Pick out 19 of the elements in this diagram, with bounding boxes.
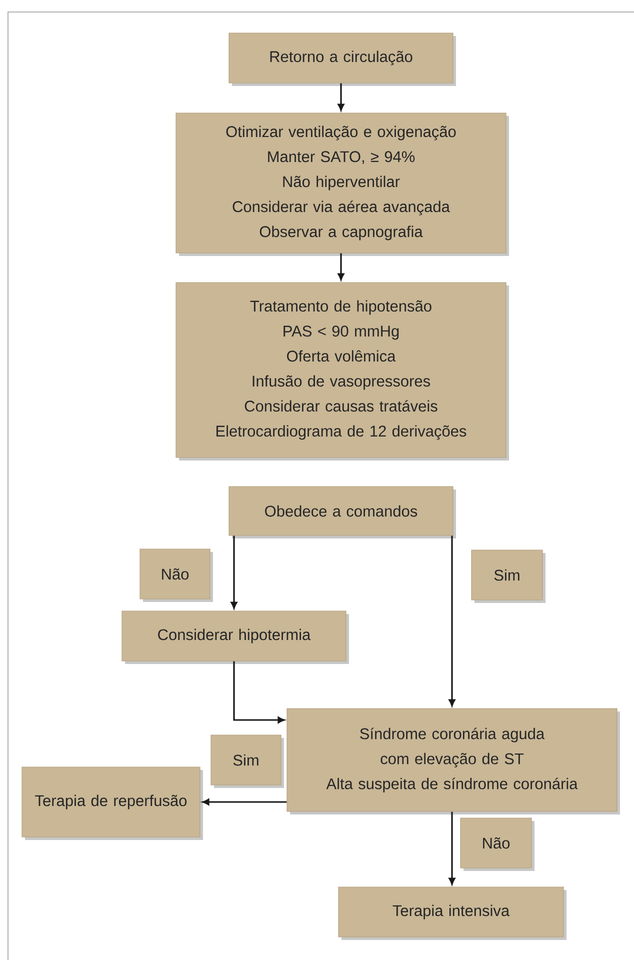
process-box: Terapia intensiva bbox=[338, 886, 566, 940]
process-box: Considerar hipotermia bbox=[122, 610, 349, 664]
arrow bbox=[338, 253, 344, 280]
decision-box: Síndrome coronária aguda com elevação de ST Alta suspeita de síndrome coronária bbox=[286, 708, 620, 814]
answer-label: Não bbox=[140, 548, 213, 602]
process-box: Retorno a circulação bbox=[228, 32, 456, 86]
arrow bbox=[230, 536, 238, 609]
process-box: Otimizar ventilação e oxigenação Manter SATO, ≥ 94% Não hiperventilar Considerar via aérea avançada Observar a capnografia bbox=[176, 112, 509, 256]
answer-label: Sim bbox=[210, 734, 284, 788]
arrow bbox=[448, 536, 456, 706]
process-box: Tratamento de hipotensão PAS < 90 mmHg Oferta volêmica Infusão de vasopressores Considerar causas tratáveis Eletrocardiograma de 12 derivações bbox=[176, 282, 509, 460]
answer-label: Sim bbox=[471, 550, 546, 603]
arrow bbox=[233, 661, 285, 724]
answer-label: Não bbox=[460, 818, 534, 871]
arrow bbox=[202, 798, 287, 806]
process-box: Terapia de reperfusão bbox=[22, 766, 203, 840]
decision-box: Obedece a comandos bbox=[228, 486, 456, 538]
arrow bbox=[338, 83, 344, 111]
arrow bbox=[448, 812, 456, 885]
